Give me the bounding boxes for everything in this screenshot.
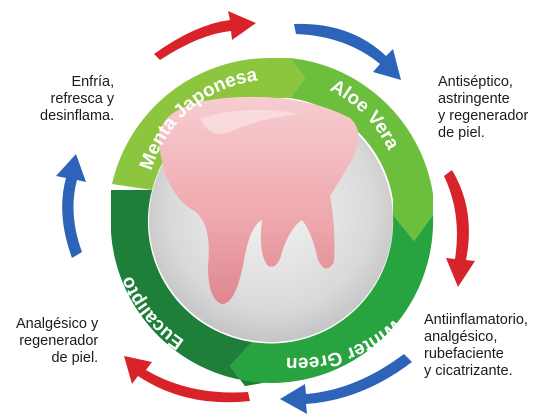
arrow-right	[444, 170, 475, 287]
description-winter: Antiinflamatorio, analgésico, rubefacien…	[424, 312, 528, 380]
description-eucalipto: Analgésico y regenerador de piel.	[16, 316, 98, 367]
description-aloe: Antiséptico, astringente y regenerador d…	[438, 74, 528, 142]
product-center-image	[149, 97, 393, 342]
arrow-top-left	[154, 11, 256, 60]
arrow-left	[56, 154, 86, 258]
description-menta: Enfría, refresca y desinflama.	[40, 74, 114, 125]
